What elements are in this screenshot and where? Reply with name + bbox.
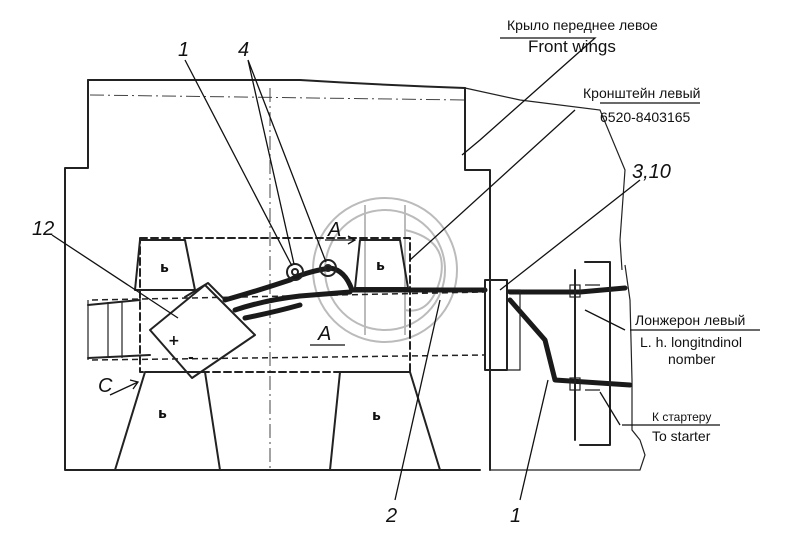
starter-label-en: To starter — [652, 428, 711, 444]
callout-1-bottom: 1 — [510, 505, 521, 527]
longeron-label-ru: Лонжерон левый — [635, 312, 745, 328]
view-c-arrow: C — [98, 375, 140, 397]
mount-pad-top-left: ь — [134, 239, 196, 291]
svg-text:-: - — [188, 350, 194, 366]
mount-pad-bottom-left: ь — [114, 371, 221, 471]
front-wing-label-ru: Крыло переднее левое — [507, 17, 658, 33]
callout-4: 4 — [238, 39, 249, 61]
svg-text:ь: ь — [376, 258, 385, 274]
callout-12: 12 — [32, 218, 54, 240]
svg-text:A: A — [327, 219, 341, 241]
watermark-logo — [312, 197, 458, 343]
relay-unit: + - — [149, 282, 256, 379]
section-marker-bottom: A — [310, 323, 345, 346]
longeron-label-en-2: nomber — [668, 351, 716, 367]
frame-bushing — [484, 279, 508, 371]
mount-pad-top-right: ь — [354, 239, 409, 289]
front-wing-label-en: Front wings — [528, 37, 616, 56]
chassis-outline — [64, 79, 646, 471]
svg-text:C: C — [98, 375, 113, 397]
longeron-bracket — [569, 261, 611, 446]
clip-1 — [286, 263, 304, 281]
starter-label-ru: К стартеру — [652, 410, 711, 424]
clip-2-center — [324, 264, 332, 272]
callout-1-top: 1 — [178, 39, 189, 61]
svg-text:A: A — [317, 323, 331, 345]
svg-text:ь: ь — [158, 406, 167, 422]
cable-harness — [222, 265, 633, 388]
svg-text:+: + — [168, 333, 180, 349]
clip-1-center — [291, 268, 299, 276]
bracket-part-number: 6520-8403165 — [600, 109, 691, 125]
mount-pad-bottom-right: ь — [329, 371, 441, 471]
callout-2: 2 — [385, 505, 397, 527]
clip-2 — [319, 259, 337, 277]
svg-text:ь: ь — [160, 260, 169, 276]
centerline-top — [89, 94, 466, 101]
leader-lines — [51, 37, 641, 501]
longeron-label-en-1: L. h. longitndinol — [640, 334, 742, 350]
section-marker-top: A — [325, 219, 357, 245]
callout-3-10: 3,10 — [632, 161, 671, 183]
bracket-label-ru: Кронштейн левый — [583, 85, 700, 101]
svg-text:ь: ь — [372, 408, 381, 424]
